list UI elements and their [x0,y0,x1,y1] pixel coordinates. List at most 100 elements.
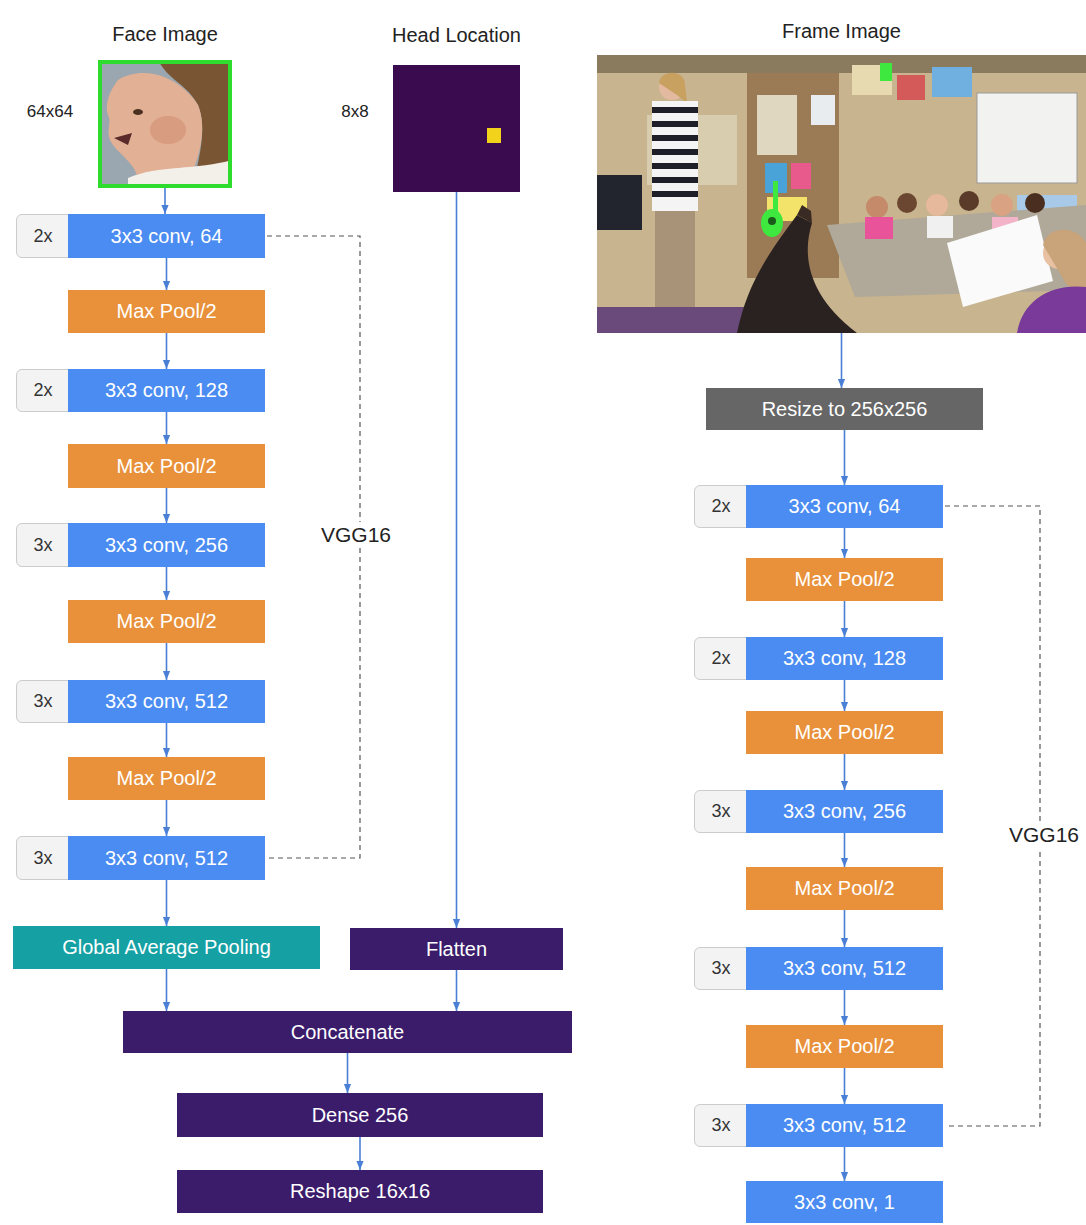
conv-block: 3x3 conv, 512 [746,1104,943,1147]
classroom-photo [1025,193,1045,213]
classroom-photo [991,194,1013,216]
classroom-photo [655,211,695,315]
layer-label: 3x3 conv, 128 [105,379,228,402]
flow-arrow [166,643,168,680]
classroom-photo [597,55,1086,73]
repeat-count: 3x [17,681,69,722]
backbone-label: VGG16 [1006,822,1082,848]
conv-block: 3x3 conv, 128 [746,637,943,680]
dense-op-box: Concatenate [123,1011,572,1053]
conv-layer-box: 3x3 conv, 1 [746,1181,943,1223]
repeat-count: 3x [695,1105,747,1146]
classroom-photo [791,163,811,189]
layer-label: Concatenate [291,1021,404,1044]
conv-block: 3x3 conv, 512 [68,836,265,880]
face-picture [150,116,186,144]
max-pool-box: Max Pool/2 [68,757,265,800]
classroom-photo [897,75,925,100]
repeat-count: 2x [695,638,747,679]
conv-layer-box: 2x 3x3 conv, 64 [16,214,265,258]
size-label: 64x64 [24,101,76,123]
classroom-photo [897,193,917,213]
flow-arrow [166,880,168,926]
input-image: Frame Image [597,55,1086,333]
repeat-count: 2x [17,215,69,257]
face-picture [114,133,132,145]
face-picture [100,62,230,186]
classroom-photo [773,181,778,215]
conv-layer-box: 2x 3x3 conv, 64 [694,485,943,528]
flow-arrow [844,430,846,485]
dense-op-box: Dense 256 [177,1093,543,1137]
layer-label: 3x3 conv, 64 [111,225,223,248]
layer-label: Max Pool/2 [116,767,216,790]
classroom-photo [1043,230,1086,295]
flow-arrow [844,990,846,1025]
layer-label: 3x3 conv, 512 [105,847,228,870]
classroom-photo [1017,286,1086,333]
layer-label: 3x3 conv, 1 [794,1191,895,1214]
classroom-photo [737,215,857,333]
resize-box: Resize to 256x256 [706,388,983,430]
face-picture [107,73,202,178]
classroom-photo [797,205,812,223]
layer-label: Max Pool/2 [116,610,216,633]
max-pool-box: Max Pool/2 [746,1025,943,1068]
flow-arrow [166,488,168,523]
input-image: Face Image [98,60,232,188]
flow-arrow [844,1147,846,1181]
repeat-count: 3x [33,848,52,869]
flow-arrow [166,567,168,600]
layer-label: Dense 256 [312,1104,409,1127]
flow-arrow [844,754,846,790]
conv-block: 3x3 conv, 256 [746,790,943,833]
flow-arrow [844,1068,846,1104]
layer-label: Flatten [426,938,487,961]
flow-arrow [166,333,168,369]
flow-arrow [166,258,168,290]
conv-layer-box: 3x 3x3 conv, 512 [16,836,265,880]
classroom-photo [652,101,698,211]
flow-arrow [166,723,168,757]
image-heading: Head Location [392,24,521,47]
classroom-photo [811,95,835,125]
layer-label: 3x3 conv, 64 [789,495,901,518]
classroom-photo [932,67,972,97]
layer-label: 3x3 conv, 256 [105,534,228,557]
classroom-photo [926,194,948,216]
flow-arrow [844,910,846,947]
conv-block: 3x3 conv, 128 [68,369,265,412]
dashed-bracket [945,506,1040,1126]
layer-label: 3x3 conv, 512 [105,690,228,713]
dense-op-box: Flatten [350,928,563,970]
conv-layer-box: 3x3x3 conv, 256 [16,523,265,567]
flow-arrow [844,833,846,867]
classroom-photo [880,63,892,81]
conv-layer-box: 2x3x3 conv, 128 [694,637,943,680]
flow-arrow [844,528,846,558]
face-picture [98,60,232,188]
conv-layer-box: 2x3x3 conv, 128 [16,369,265,412]
flow-arrow [166,800,168,836]
classroom-photo [865,217,893,239]
classroom-photo [652,107,698,113]
classroom-photo [597,307,757,333]
head-location-map [487,128,501,143]
backbone-label: VGG16 [318,522,394,548]
input-image: Head Location [393,65,520,192]
repeat-count: 3x [695,791,747,832]
flow-arrow [456,192,458,928]
layer-label: Reshape 16x16 [290,1180,430,1203]
conv-layer-box: 3x3x3 conv, 256 [694,790,943,833]
flow-arrow [164,188,166,214]
flow-arrow [347,1053,349,1093]
repeat-count: 2x [33,226,52,247]
repeat-count: 2x [711,496,730,517]
classroom-photo [652,177,698,183]
classroom-photo [597,55,1086,333]
conv-layer-box: 3x3x3 conv, 512 [694,947,943,990]
classroom-photo [659,73,687,103]
image-heading: Face Image [112,23,218,46]
